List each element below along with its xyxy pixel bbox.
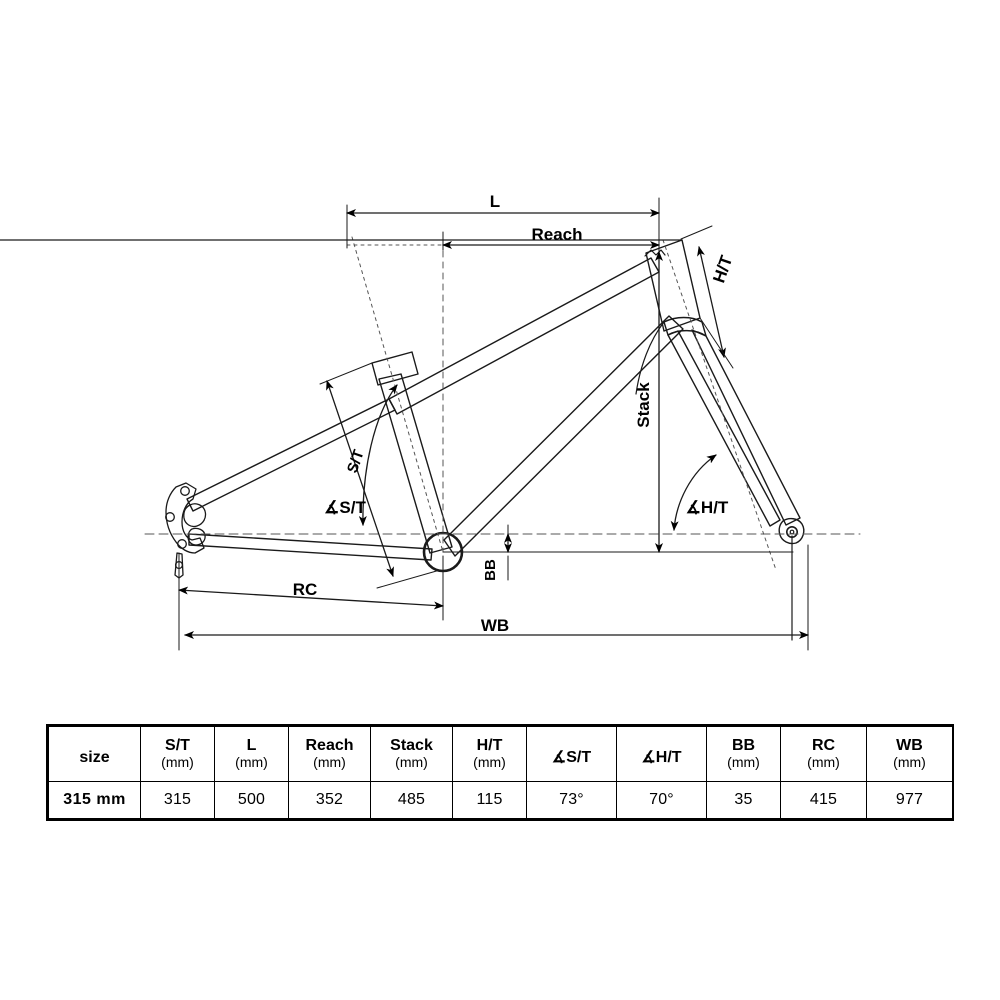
col-header-l-label: L <box>246 736 257 754</box>
label-head-tube-angle: ∡H/T <box>686 498 729 517</box>
col-header-ht-angle-label: ∡H/T <box>641 748 682 766</box>
label-rear-center: RC <box>293 580 318 599</box>
cell-reach: 352 <box>288 781 371 819</box>
top-tube <box>388 257 660 415</box>
fork-stanchion-left <box>667 330 781 527</box>
fork-dropout <box>778 517 805 545</box>
col-header-rc-label: RC <box>811 736 836 754</box>
label-bb-drop: BB <box>482 559 499 581</box>
cell-st: 315 <box>140 781 215 819</box>
dim-line-rc <box>178 586 444 610</box>
col-header-st-angle-label: ∡S/T <box>551 748 592 766</box>
cell-ht-angle: 70° <box>616 781 707 819</box>
label-wheelbase: WB <box>481 616 509 635</box>
arc-head-tube-angle <box>670 454 717 531</box>
col-header-st-angle: ∡S/T <box>526 726 617 782</box>
col-header-l-unit: (mm) <box>235 753 268 770</box>
cell-stack: 485 <box>370 781 453 819</box>
col-header-reach-label: Reach <box>305 736 354 754</box>
col-header-wb-unit: (mm) <box>893 753 926 770</box>
col-header-rc-unit: (mm) <box>807 753 840 770</box>
head-tube-top-detail <box>644 249 666 257</box>
cell-rc: 415 <box>780 781 867 819</box>
head-tube-axis <box>662 239 777 571</box>
diagram-labels: L Reach Stack H/T S/T ∡S/T ∡H/T BB RC WB <box>293 192 737 635</box>
cell-size: 315 mm <box>48 781 141 819</box>
seat-clamp <box>371 351 419 386</box>
rear-dropout <box>165 482 207 579</box>
label-seat-tube: S/T <box>344 448 368 476</box>
col-header-ht-unit: (mm) <box>473 753 506 770</box>
angle-arcs <box>358 384 717 531</box>
cell-l: 500 <box>214 781 289 819</box>
table-header-row: size S/T (mm) L (mm) Reach (mm) <box>48 726 953 782</box>
col-header-ht-label: H/T <box>476 736 503 754</box>
col-header-wb: WB (mm) <box>866 726 953 782</box>
suspension-fork <box>635 316 805 641</box>
col-header-stack-label: Stack <box>390 736 433 754</box>
label-seat-tube-angle: ∡S/T <box>324 498 366 517</box>
arc-seat-tube-angle <box>358 384 398 526</box>
cell-bb: 35 <box>706 781 781 819</box>
cell-st-angle: 73° <box>526 781 617 819</box>
fork-lower-right <box>691 329 801 526</box>
col-header-st: S/T (mm) <box>140 726 215 782</box>
label-reach: Reach <box>531 225 582 244</box>
col-header-l: L (mm) <box>214 726 289 782</box>
col-header-bb-unit: (mm) <box>727 753 760 770</box>
frame-tubes <box>165 239 701 579</box>
col-header-bb-label: BB <box>731 736 756 754</box>
col-header-bb: BB (mm) <box>706 726 781 782</box>
seat-tube <box>378 373 453 554</box>
col-header-ht-angle: ∡H/T <box>616 726 707 782</box>
down-tube <box>443 315 684 557</box>
col-header-size: size <box>48 726 141 782</box>
col-header-stack-unit: (mm) <box>395 753 428 770</box>
col-header-reach: Reach (mm) <box>288 726 371 782</box>
table-row: 315 mm 315 500 352 485 115 <box>48 781 953 819</box>
geometry-spec-table: size S/T (mm) L (mm) Reach (mm) <box>46 724 954 821</box>
label-stack: Stack <box>634 382 653 428</box>
col-header-size-label: size <box>79 748 110 766</box>
col-header-st-unit: (mm) <box>161 753 194 770</box>
col-header-stack: Stack (mm) <box>370 726 453 782</box>
col-header-st-label: S/T <box>165 736 190 754</box>
dimension-arrows <box>0 209 809 639</box>
dim-line-ht <box>697 246 726 358</box>
chain-stay <box>188 533 433 561</box>
cell-ht: 115 <box>452 781 527 819</box>
label-head-tube: H/T <box>709 253 736 286</box>
construction-lines <box>144 236 861 571</box>
front-axle-center <box>789 529 795 535</box>
col-header-ht: H/T (mm) <box>452 726 527 782</box>
cell-wb: 977 <box>866 781 953 819</box>
col-header-rc: RC (mm) <box>780 726 867 782</box>
col-header-wb-label: WB <box>896 736 923 754</box>
col-header-reach-unit: (mm) <box>313 753 346 770</box>
label-l: L <box>490 192 500 211</box>
frame-geometry-diagram: L Reach Stack H/T S/T ∡S/T ∡H/T BB RC WB <box>0 192 861 651</box>
